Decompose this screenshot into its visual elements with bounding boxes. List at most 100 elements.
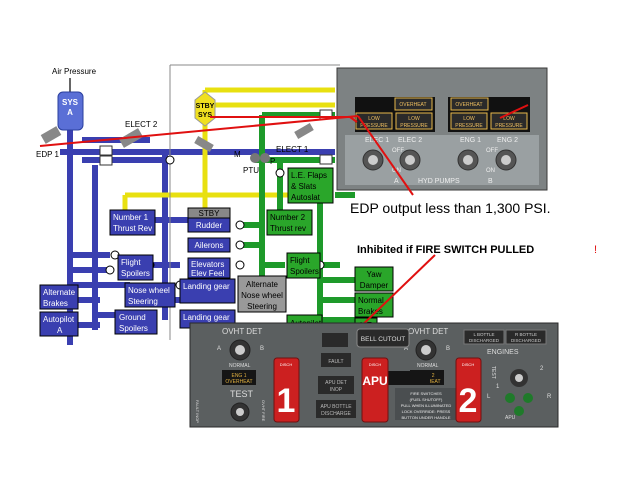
filter-boxes [99,109,333,166]
l-bottle-l1: L BOTTLE [473,332,494,337]
lowp-b1-l2: PRESSURE [455,123,483,129]
test-switch[interactable] [230,402,250,422]
squib-test-lights[interactable] [505,393,533,416]
disch-apu: DISCH [369,362,382,367]
m-label: M [234,150,241,159]
engines-apu: APU [505,415,516,421]
hyd-a-label: A [394,178,399,185]
nose-wheel-l2: Steering [128,297,158,306]
fs-right-l2: Spoilers [290,267,319,276]
fire-handle-2[interactable]: DISCH 2 [455,357,482,423]
fault-label: FAULT [328,359,343,365]
hyd-lights-a: OVERHEAT LOW PRESSURE LOW PRESSURE [355,97,435,132]
handle1-label: 1 [277,382,296,420]
autopilot-a-l1: Autopilot [43,315,75,324]
apu-bottle-l1: APU BOTTLE [320,404,352,410]
normal-left: NORMAL [229,363,251,369]
elec2-pump-switch[interactable] [399,149,421,171]
off-b: OFF [486,148,498,154]
fault-inop-vertical: FAULT INOP [195,400,200,423]
normal-brakes-l1: Normal [358,296,384,305]
yaw-damper-l1: Yaw [367,270,382,279]
elect1-label: ELECT 1 [276,145,309,154]
alt-nose-l2: Nose wheel [241,291,283,300]
eng2-label: ENG 2 [497,137,518,144]
normal-right: NORMAL [417,363,439,369]
alt-brakes-box: Alternate Brakes [39,284,79,310]
engines-test-switch[interactable] [510,369,528,387]
thrust-rev1-l1: Number 1 [113,213,149,222]
alt-nose-l3: Steering [247,302,277,311]
normal-brakes-l2: Brakes [358,307,383,316]
disch-1: DISCH [280,362,293,367]
fs-left-l1: Flight [121,258,141,267]
hyd-b-label: B [488,178,493,185]
le-flaps-l1: L.E. Flaps [291,171,327,180]
elevators-l1: Elevators [191,260,224,269]
engines-l: L [487,394,491,400]
nose-wheel-box: Nose wheel Steering [124,282,176,308]
eng1-label: ENG 1 [460,137,481,144]
eng1-pump-switch[interactable] [457,149,479,171]
ailerons-label: Ailerons [195,241,224,250]
lowp-b1-l1: LOW [463,116,475,122]
le-flaps-l2: & Slats [291,182,316,191]
ptu-unit [250,153,270,163]
ovht-a-right: A [404,346,408,352]
bell-cutout-label: BELL CUTOUT [361,336,405,343]
sys-a-label-2: A [67,108,73,117]
edp2-pump [294,123,314,139]
lowp-a2-l1: LOW [408,116,420,122]
bell-cutout-button[interactable]: BELL CUTOUT [356,328,410,348]
fire-note-3: PULL WHEN ILLUMINATED [401,403,452,408]
nose-wheel-l1: Nose wheel [128,286,170,295]
hyd-pumps-panel: OVERHEAT LOW PRESSURE LOW PRESSURE OVERH… [336,67,548,191]
r-bottle-l1: R BOTTLE [515,332,537,337]
lowp-b2-l2: PRESSURE [495,123,523,129]
elec1-pump-switch[interactable] [362,149,384,171]
ovht-b-right: B [446,346,450,352]
thrust-rev2-box: Number 2 Thrust rev [266,209,313,236]
elect2-label: ELECT 2 [125,120,158,129]
r-bottle-l2: DISCHARGED [511,338,542,343]
hyd-pumps-label: HYD PUMPS [418,178,460,185]
fs-left-l2: Spoilers [121,269,150,278]
eng2-pump-switch[interactable] [495,149,517,171]
fire-handle-1[interactable]: DISCH 1 [273,357,300,423]
apu-bottle-l2: DISCHARGE [321,411,351,417]
stby-pump [194,136,214,152]
ptu-label: PTU [243,166,259,175]
ovht-det-right-switch[interactable] [415,339,437,361]
apu-det-inop-l2: INOP [330,387,343,393]
ovht-det-left-switch[interactable] [229,339,251,361]
test-vertical: TEST [490,366,496,379]
stby-sys-reservoir: STBY SYS [194,91,216,127]
sys-a-reservoir: SYS A [57,91,84,131]
off-a: OFF [392,148,404,154]
lowp-a2-l2: PRESSURE [400,123,428,129]
overheat-b: OVERHEAT [455,102,482,108]
test-label: TEST [230,389,254,399]
stby-sys-label-2: SYS [198,112,212,119]
fire-note-2: (FUEL SHUTOFF) [410,397,443,402]
fire-handle-apu[interactable]: DISCH APU [361,357,389,423]
ovht-det-left: OVHT DET [222,327,262,336]
hyd-lights-b: OVERHEAT LOW PRESSURE LOW PRESSURE [448,97,530,132]
p-label: P [270,157,275,166]
eng1-ovht-l1: ENG 1 [231,373,246,379]
landing-gear1-box: Landing gear [179,278,236,304]
yaw-damper-l2: Damper [360,281,389,290]
fire-note-1: FIRE SWITCHES [410,391,442,396]
overheat-a: OVERHEAT [399,102,426,108]
ground-spoilers-l2: Spoilers [119,324,148,333]
stby-label: STBY [199,209,221,218]
handle-apu-label: APU [362,374,387,388]
flight-spoilers-right-box: Flight Spoilers [286,252,321,279]
ovht-fire-vertical: OVHT FIRE [261,400,266,422]
landing-gear1-l1: Landing gear [183,282,230,291]
engines-1: 1 [496,384,500,390]
air-pressure-label: Air Pressure [52,67,97,76]
elec1-label: ELEC 1 [365,137,389,144]
alt-brakes-l1: Alternate [43,288,76,297]
